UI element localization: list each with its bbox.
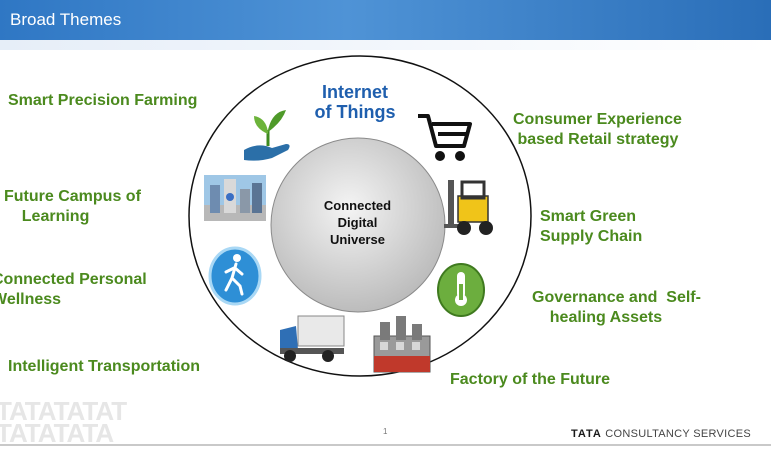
header-bar: Broad Themes <box>0 0 771 40</box>
page-number: 1 <box>383 427 388 436</box>
campus-photo-icon <box>204 175 266 221</box>
thermometer-icon <box>437 263 485 317</box>
theme-green-supply-chain: Smart Green Supply Chain <box>540 208 643 245</box>
footer-divider <box>0 444 771 446</box>
theme-intelligent-transportation: Intelligent Transportation <box>8 358 201 375</box>
iot-title-line1: Internet <box>321 82 388 102</box>
svg-text:TATATATAT: TATATATAT <box>0 398 127 426</box>
tata-pattern-logo: TATATATAT TATATATA <box>0 398 128 442</box>
factory-icon <box>373 316 431 373</box>
tcs-brand: TATA CONSULTANCY SERVICES <box>571 428 751 440</box>
hub-label-line1: Connected <box>323 198 392 213</box>
iot-title-line2: of Things <box>314 102 396 122</box>
theme-governance: Governance and Self- healing Assets <box>532 289 701 326</box>
hub-label-line2: Digital <box>337 215 378 230</box>
theme-smart-precision-farming: Smart Precision Farming <box>8 92 198 109</box>
tcs-brand-rest: CONSULTANCY SERVICES <box>601 428 752 440</box>
theme-future-campus: Future Campus of Learning <box>4 188 141 225</box>
header-band <box>0 40 771 50</box>
theme-connected-wellness: Connected Personal Wellness <box>0 271 147 308</box>
theme-factory-of-future: Factory of the Future <box>450 371 611 388</box>
forklift-icon <box>444 180 493 235</box>
cart-icon <box>418 114 472 161</box>
iot-title: Internet of Things <box>300 82 410 122</box>
plant-hand-icon <box>244 110 290 161</box>
hub-label-line3: Universe <box>330 232 385 247</box>
hub-label: Connected Digital Universe <box>300 197 415 248</box>
walking-person-icon <box>208 246 262 306</box>
svg-text:TATATATA: TATATATA <box>0 418 114 442</box>
theme-retail-strategy: Consumer Experience based Retail strateg… <box>513 111 682 148</box>
page-title: Broad Themes <box>10 10 122 29</box>
tcs-brand-bold: TATA <box>571 428 602 440</box>
truck-icon <box>280 315 345 362</box>
